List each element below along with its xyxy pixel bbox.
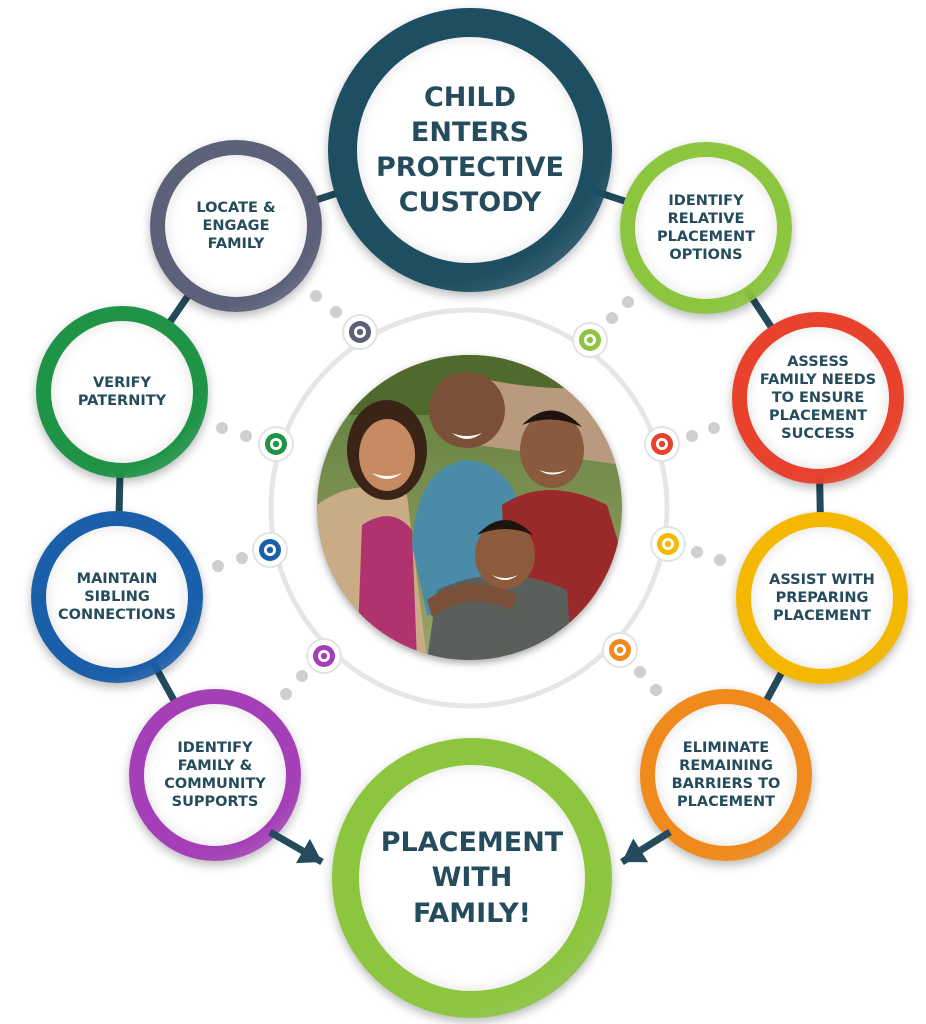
target-dot-core: [664, 540, 672, 548]
connector-dot: [691, 546, 703, 558]
step-maintain-sibling-connections-label: MAINTAIN SIBLING CONNECTIONS: [58, 570, 176, 624]
target-dot-core: [586, 336, 594, 344]
step-verify-paternity-label: VERIFY PATERNITY: [77, 374, 167, 409]
step-maintain-sibling-connections-inner: MAINTAIN SIBLING CONNECTIONS: [43, 523, 191, 671]
inner-ring: [268, 307, 670, 709]
target-dot-core: [320, 652, 328, 660]
step-identify-relative-placement-options-inner: IDENTIFY RELATIVE PLACEMENT OPTIONS: [632, 154, 780, 302]
step-assist-with-preparing-placement: ASSIST WITH PREPARING PLACEMENT: [736, 512, 908, 684]
connector-dot: [310, 290, 322, 302]
connector-dot: [650, 684, 662, 696]
step-verify-paternity: VERIFY PATERNITY: [36, 306, 208, 478]
end-node-inner: PLACEMENT WITH FAMILY!: [356, 762, 588, 994]
connector-dot: [216, 422, 228, 434]
connector-dot: [330, 306, 342, 318]
step-assess-family-needs-label: ASSESS FAMILY NEEDS TO ENSURE PLACEMENT …: [759, 353, 877, 443]
start-node-label: CHILD ENTERS PROTECTIVE CUSTODY: [375, 81, 564, 219]
step-maintain-sibling-connections: MAINTAIN SIBLING CONNECTIONS: [31, 511, 203, 683]
step-eliminate-remaining-barriers-label: ELIMINATE REMAINING BARRIERS TO PLACEMEN…: [671, 739, 781, 811]
step-identify-relative-placement-options-label: IDENTIFY RELATIVE PLACEMENT OPTIONS: [657, 192, 755, 264]
target-dot-core: [356, 328, 364, 336]
start-node: CHILD ENTERS PROTECTIVE CUSTODY: [328, 8, 612, 292]
step-verify-paternity-inner: VERIFY PATERNITY: [48, 318, 196, 466]
step-identify-family-community-supports: IDENTIFY FAMILY & COMMUNITY SUPPORTS: [129, 689, 301, 861]
step-identify-family-community-supports-inner: IDENTIFY FAMILY & COMMUNITY SUPPORTS: [141, 701, 289, 849]
target-dot-core: [658, 440, 666, 448]
start-node-inner: CHILD ENTERS PROTECTIVE CUSTODY: [354, 34, 586, 266]
connector-dot: [714, 554, 726, 566]
step-locate-engage-family: LOCATE & ENGAGE FAMILY: [150, 140, 322, 312]
connector-dot: [686, 430, 698, 442]
step-assist-with-preparing-placement-label: ASSIST WITH PREPARING PLACEMENT: [769, 571, 875, 625]
connector-dot: [622, 296, 634, 308]
step-identify-family-community-supports-label: IDENTIFY FAMILY & COMMUNITY SUPPORTS: [164, 739, 266, 811]
target-dot-core: [272, 440, 280, 448]
connector-dot: [296, 670, 308, 682]
target-dot-core: [616, 646, 624, 654]
step-locate-engage-family-inner: LOCATE & ENGAGE FAMILY: [162, 152, 310, 300]
connector-dot: [280, 688, 292, 700]
connector-dot: [240, 430, 252, 442]
connector-dot: [606, 312, 618, 324]
target-dot-core: [266, 546, 274, 554]
step-assess-family-needs: ASSESS FAMILY NEEDS TO ENSURE PLACEMENT …: [732, 312, 904, 484]
step-assist-with-preparing-placement-inner: ASSIST WITH PREPARING PLACEMENT: [748, 524, 896, 672]
end-node: PLACEMENT WITH FAMILY!: [332, 738, 612, 1018]
step-eliminate-remaining-barriers: ELIMINATE REMAINING BARRIERS TO PLACEMEN…: [640, 689, 812, 861]
step-locate-engage-family-label: LOCATE & ENGAGE FAMILY: [196, 199, 276, 253]
step-eliminate-remaining-barriers-inner: ELIMINATE REMAINING BARRIERS TO PLACEMEN…: [652, 701, 800, 849]
connector-dot: [708, 422, 720, 434]
step-identify-relative-placement-options: IDENTIFY RELATIVE PLACEMENT OPTIONS: [620, 142, 792, 314]
end-node-label: PLACEMENT WITH FAMILY!: [380, 827, 564, 929]
connector-dot: [212, 560, 224, 572]
step-assess-family-needs-inner: ASSESS FAMILY NEEDS TO ENSURE PLACEMENT …: [744, 324, 892, 472]
connector-dot: [236, 552, 248, 564]
connector-dot: [634, 666, 646, 678]
